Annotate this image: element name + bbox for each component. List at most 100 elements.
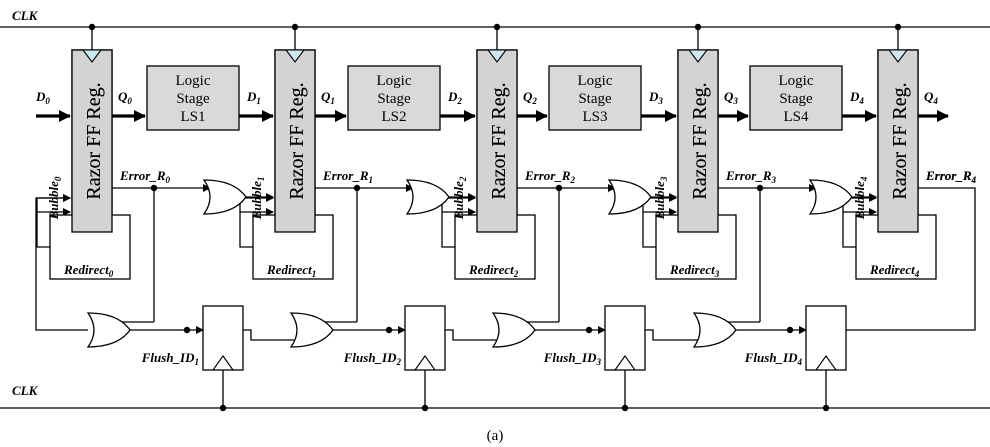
error-label-4b: Error_R4 [925,168,977,185]
bubble-label-3: Bubble3 [652,176,669,220]
q-label-3: Q3 [724,89,738,106]
flush-or-gate-2 [289,312,334,348]
register-text-3: Razor FF Reg. [689,82,711,199]
razor-register-front-2 [476,49,518,233]
flush-dff-2 [404,305,446,371]
dff-clock-triangle-icon [614,355,636,371]
register-label-2: Razor FF Reg. [488,82,510,199]
redirect-box-3 [655,214,737,280]
figure-caption: (a) [487,428,504,444]
error-label-1: Error_R1 [322,168,373,185]
stage-line1-2: Logic [377,73,412,89]
dff-clock-triangle-icon [815,355,837,371]
d-label-1: D1 [246,89,261,106]
error-or-gate-2 [405,179,450,215]
flush-dff-3 [604,305,646,371]
clock-triangle-icon [887,49,909,63]
bubble-label-4: Bubble4 [852,176,869,220]
redirect-label-2: Redirect2 [468,262,519,279]
junction-dot [585,326,593,334]
error-label-0: Error_R0 [119,168,171,185]
redirect-label-0: Redirect0 [63,262,114,279]
q-label-1: Q1 [321,89,335,106]
bubble-label-0: Bubble0 [46,176,63,220]
clock-triangle-icon [486,49,508,63]
redirect-feedback-4 [842,194,877,248]
dff-out-3 [645,329,700,341]
register-label-0: Razor FF Reg. [83,82,105,199]
error-or-gate-1 [202,179,247,215]
stage-line2-3: Stage [578,91,612,107]
stage-line2-1: Stage [176,91,210,107]
redirect-feedback-2 [441,194,476,248]
stage-line1-1: Logic [176,73,211,89]
q-label-0: Q0 [118,89,132,106]
flush-label-3: Flush_ID3 [543,350,602,367]
junction-dot [894,23,902,31]
junction-dot [421,404,429,412]
junction-dot [291,23,299,31]
clk-label-top: CLK [12,8,39,23]
error-or-gate-4 [808,179,853,215]
stage-line3-3: LS3 [582,109,607,125]
razor-register-front-4 [877,49,919,233]
stage-line2-4: Stage [779,91,813,107]
flush-dff-4 [805,305,847,371]
redirect-feedback-3 [642,194,677,248]
dff-clock-triangle-icon [414,355,436,371]
junction-dot [385,326,393,334]
flush-label-2: Flush_ID2 [343,350,402,367]
razor-register-front-1 [274,49,316,233]
razor-register-front-0 [71,49,113,233]
junction-dot [621,404,629,412]
junction-dot [822,404,830,412]
d-label-4: D4 [849,89,864,106]
redirect-feedback-1 [239,194,274,248]
error-label-3: Error_R3 [725,168,777,185]
q-label-4: Q4 [924,89,938,106]
logic-stage-4 [749,65,843,131]
junction-dot [88,23,96,31]
stage-line3-4: LS4 [783,109,809,125]
stage-line1-4: Logic [779,73,814,89]
error-or-gate-3 [607,179,652,215]
register-text-0: Razor FF Reg. [83,82,105,199]
stage-line3-1: LS1 [180,109,205,125]
flush-or-gate-4 [692,312,737,348]
logic-stage-1 [146,65,240,131]
razor-register-front-3 [677,49,719,233]
clock-triangle-icon [81,49,103,63]
clk-label-bottom: CLK [12,383,39,398]
d-label-3: D3 [648,89,663,106]
register-label-1: Razor FF Reg. [286,82,308,199]
junction-dot [183,326,191,334]
bubble-label-1: Bubble1 [249,177,266,221]
redirect-label-3: Redirect3 [669,262,720,279]
logic-stage-3 [548,65,642,131]
flush-or-gate-1 [86,312,131,348]
logic-stage-2 [347,65,441,131]
junction-dot [493,23,501,31]
register-text-1: Razor FF Reg. [286,82,308,199]
junction-dot [694,23,702,31]
blocks [49,49,937,371]
stage-line2-2: Stage [377,91,411,107]
register-text-2: Razor FF Reg. [488,82,510,199]
register-text-4: Razor FF Reg. [889,82,911,199]
stage-line3-2: LS2 [381,109,406,125]
flush-label-1: Flush_ID1 [141,350,199,367]
q-label-2: Q2 [523,89,537,106]
d-label-2: D2 [447,89,462,106]
register-label-4: Razor FF Reg. [889,82,911,199]
clock-triangle-icon [687,49,709,63]
error-label-4: Error_R4 [925,168,977,185]
wires [0,23,990,412]
redirect-label-1: Redirect1 [266,262,316,279]
junction-dot [219,404,227,412]
dff-out-1 [243,329,297,341]
flush-dff-1 [202,305,244,371]
error-r4-return [846,187,976,331]
flush-or-gate-3 [491,312,536,348]
